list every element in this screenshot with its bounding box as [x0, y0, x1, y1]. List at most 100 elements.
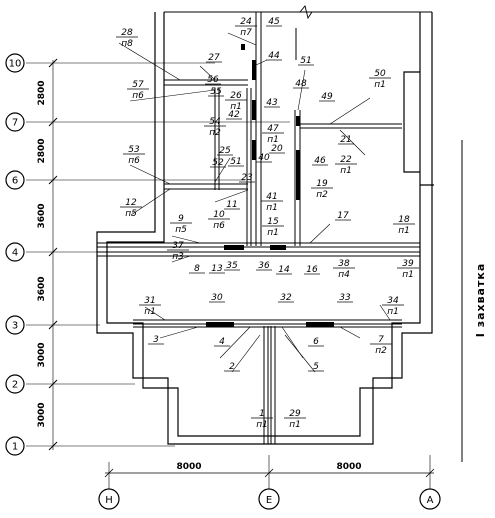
element-number: 31: [144, 296, 155, 306]
element-label-16: 16: [304, 265, 320, 275]
element-mark: п2: [209, 128, 221, 138]
element-number: 50: [374, 69, 386, 79]
element-number: 19: [316, 179, 328, 189]
left-dimensions: 2800 2800 3600 3600 3000 3000: [37, 80, 47, 427]
element-number: 29: [289, 409, 301, 419]
element-label-9: 9п5: [170, 214, 192, 235]
element-number: 36: [258, 261, 270, 271]
element-number: 26: [230, 91, 242, 101]
element-number: 9: [178, 214, 184, 224]
element-mark: п2: [375, 346, 387, 356]
dimension-left-1: 2800: [37, 80, 47, 105]
element-number: 27: [208, 53, 220, 63]
element-number: 8: [194, 264, 200, 274]
element-number: 46: [314, 156, 326, 166]
axis-label: 3: [12, 321, 18, 332]
axis-label: 6: [12, 176, 18, 187]
element-label-7: 7п2: [370, 335, 392, 356]
element-mark: п4: [338, 270, 350, 280]
element-mark: п1: [256, 420, 268, 430]
element-number: 32: [280, 293, 292, 303]
element-label-35: 35: [224, 261, 240, 271]
element-label-4: 4: [214, 337, 230, 347]
building-outline: [96, 12, 434, 445]
element-number: 10: [213, 210, 225, 220]
dimension-bottom-2: 8000: [336, 462, 361, 472]
element-mark: п8: [121, 39, 133, 49]
element-number: 4: [219, 337, 225, 347]
element-label-14: 14: [276, 265, 292, 275]
element-number: 35: [226, 261, 238, 271]
element-number: 54: [209, 117, 221, 127]
element-label-6: 6: [308, 337, 324, 347]
element-mark: п1: [289, 420, 301, 430]
axis-label: 1: [12, 442, 18, 453]
left-dimension-ticks: [48, 58, 58, 451]
axis-marker-3: 3: [5, 315, 25, 335]
element-label-30: 30: [209, 293, 225, 303]
axis-marker-6: 6: [5, 170, 25, 190]
element-number: 25: [219, 146, 231, 156]
element-number: 38: [338, 259, 350, 269]
element-number: 17: [337, 211, 349, 221]
element-mark: п6: [213, 221, 225, 231]
element-number: 33: [339, 293, 351, 303]
element-label-40: 40: [256, 153, 272, 163]
element-number: 55: [210, 87, 222, 97]
element-label-11: 11: [224, 200, 240, 210]
element-label-8: 8: [189, 264, 205, 274]
element-number: 51: [230, 157, 241, 167]
dimension-left-2: 2800: [37, 138, 47, 163]
element-number: 18: [398, 215, 410, 225]
dimension-left-4: 3600: [37, 276, 47, 301]
dimension-left-3: 3600: [37, 203, 47, 228]
element-number: 15: [267, 217, 279, 227]
element-number: 42: [228, 110, 240, 120]
element-label-23: 23: [239, 173, 255, 183]
element-number: 6: [313, 337, 319, 347]
axis-marker-Н: Н: [98, 488, 120, 510]
beams: [97, 12, 420, 444]
bottom-dimensions: 8000 8000: [176, 462, 361, 472]
element-label-51: 51: [298, 56, 314, 66]
element-mark: п1: [387, 307, 399, 317]
wall-panels: [206, 44, 334, 327]
axis-marker-2: 2: [5, 374, 25, 394]
element-mark: п1: [266, 203, 278, 213]
element-mark: п1: [340, 166, 352, 176]
bottom-dimension-line: [104, 468, 435, 478]
element-mark: п1: [398, 226, 410, 236]
element-number: 5: [313, 362, 319, 372]
element-mark: п1: [374, 80, 386, 90]
element-mark: п1: [402, 270, 414, 280]
element-number: 24: [240, 17, 252, 27]
element-label-44: 44: [266, 51, 282, 61]
element-label-27: 27: [206, 53, 222, 63]
element-label-51: 51: [228, 157, 244, 167]
axis-marker-4: 4: [5, 242, 25, 262]
element-label-21: 21: [338, 135, 354, 145]
dimension-bottom-1: 8000: [176, 462, 201, 472]
axis-label: Н: [105, 495, 113, 506]
axis-marker-1: 1: [5, 436, 25, 456]
element-label-32: 32: [278, 293, 294, 303]
element-mark: п3: [172, 252, 184, 262]
element-mark: п5: [125, 209, 137, 219]
element-number: 48: [295, 79, 307, 89]
element-number: 53: [128, 145, 140, 155]
element-number: 34: [387, 296, 399, 306]
element-mark: п5: [175, 225, 187, 235]
element-number: 11: [226, 200, 237, 210]
element-label-55: 55: [208, 87, 224, 97]
